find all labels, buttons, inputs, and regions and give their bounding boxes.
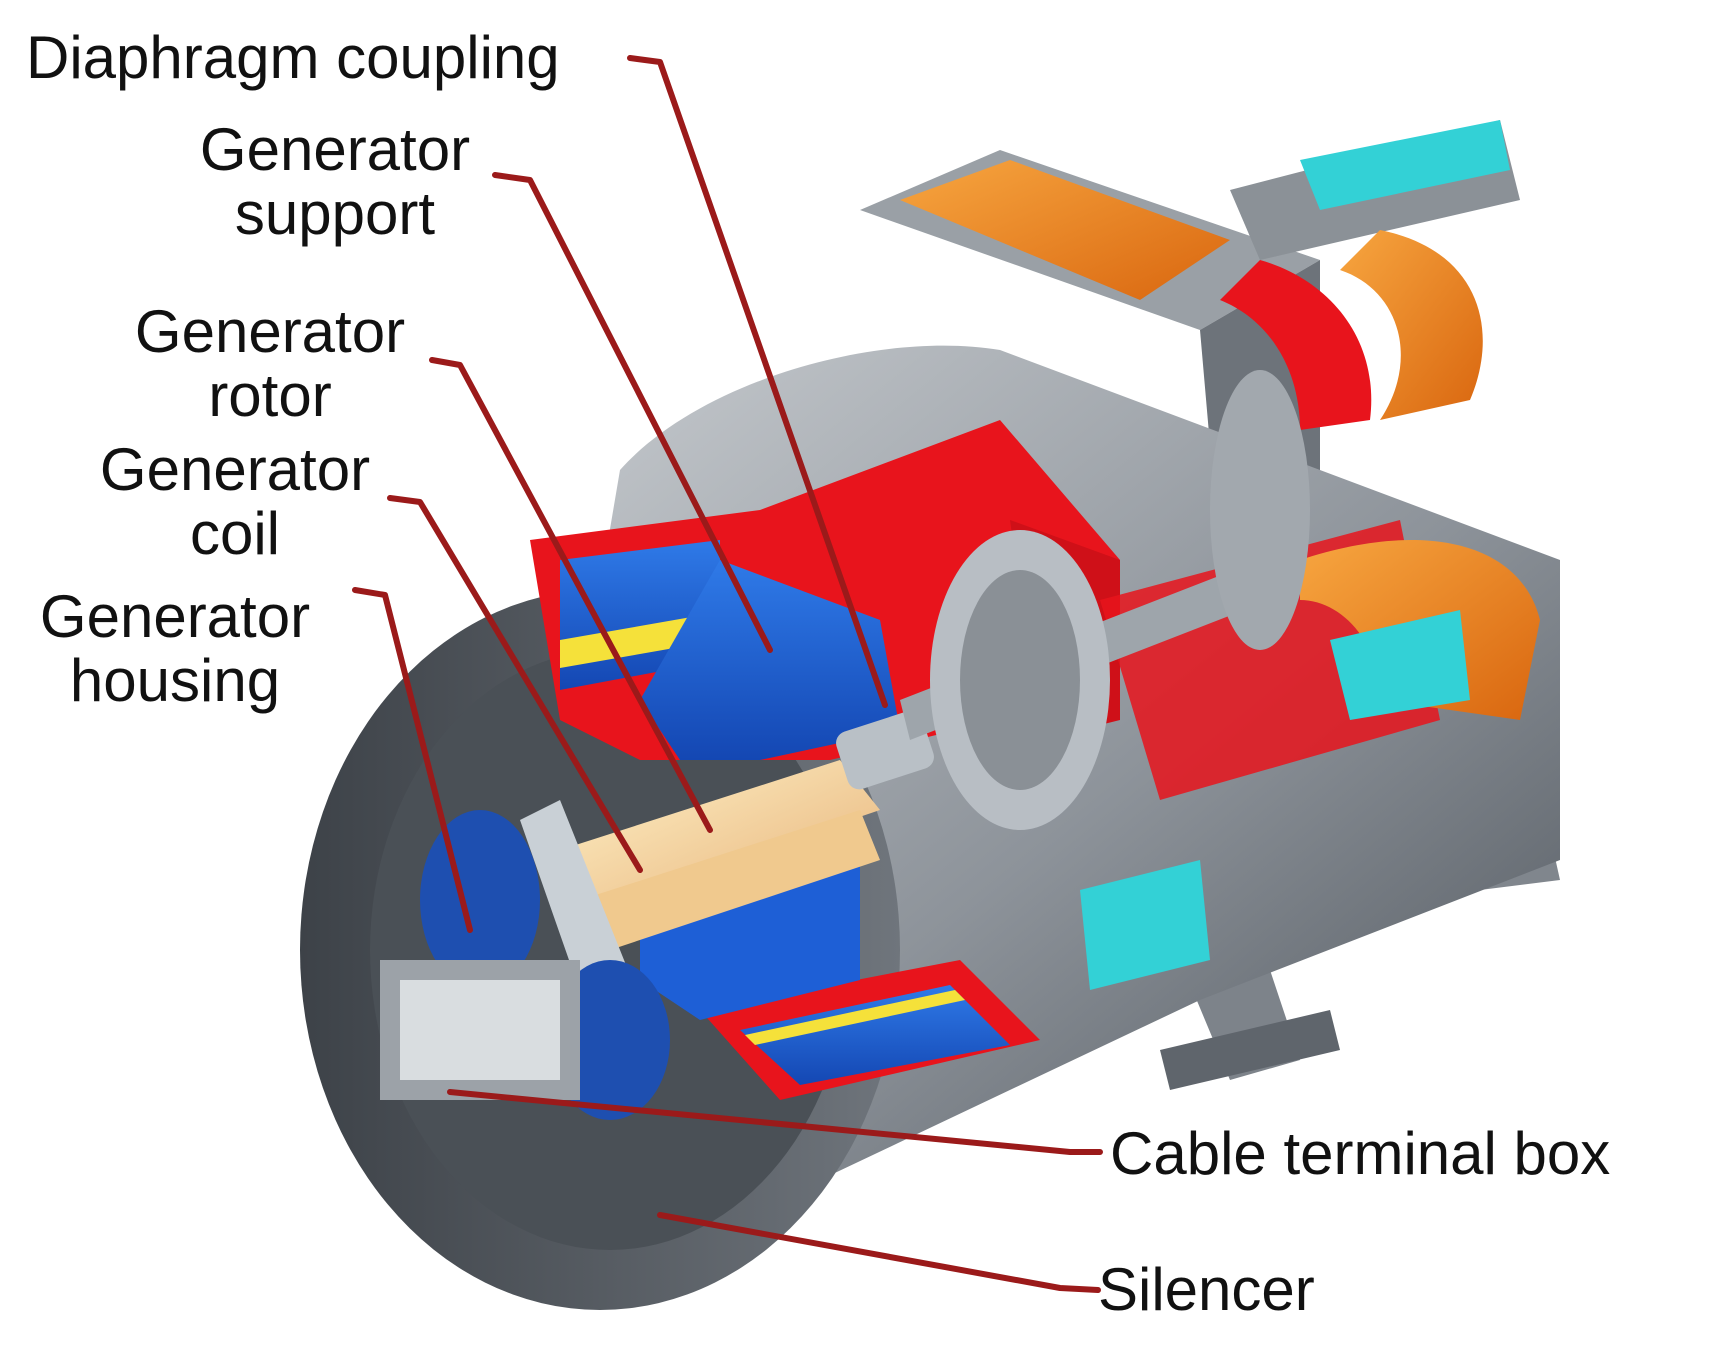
compressor-wheel	[930, 370, 1310, 830]
label-generator-rotor: Generator rotor	[95, 300, 445, 428]
leader-generator-support	[492, 172, 773, 653]
label-generator-support-line-2: support	[234, 180, 436, 247]
label-cable-terminal-box: Cable terminal box	[1110, 1120, 1611, 1187]
leader-generator-housing	[352, 587, 473, 933]
leader-generator-coil	[387, 495, 643, 873]
label-generator-coil-line-1: Generator	[99, 436, 371, 503]
leader-silencer	[657, 1212, 1101, 1293]
label-generator-coil-line-2: coil	[189, 500, 281, 567]
label-generator-rotor-line-1: Generator	[134, 298, 406, 365]
leader-cable-terminal-box	[447, 1089, 1103, 1155]
label-generator-support-line-1: Generator	[199, 116, 471, 183]
label-generator-housing-line-2: housing	[69, 647, 281, 714]
label-generator-coil: Generator coil	[60, 438, 410, 566]
label-generator-rotor-line-2: rotor	[208, 362, 332, 429]
leader-generator-rotor	[429, 357, 713, 833]
label-diaphragm-coupling: Diaphragm coupling	[26, 24, 560, 91]
label-generator-housing: Generator housing	[0, 585, 350, 713]
label-generator-housing-line-1: Generator	[39, 583, 311, 650]
leader-diaphragm-coupling	[627, 55, 888, 708]
label-silencer: Silencer	[1098, 1256, 1315, 1323]
label-generator-support: Generator support	[160, 118, 510, 246]
